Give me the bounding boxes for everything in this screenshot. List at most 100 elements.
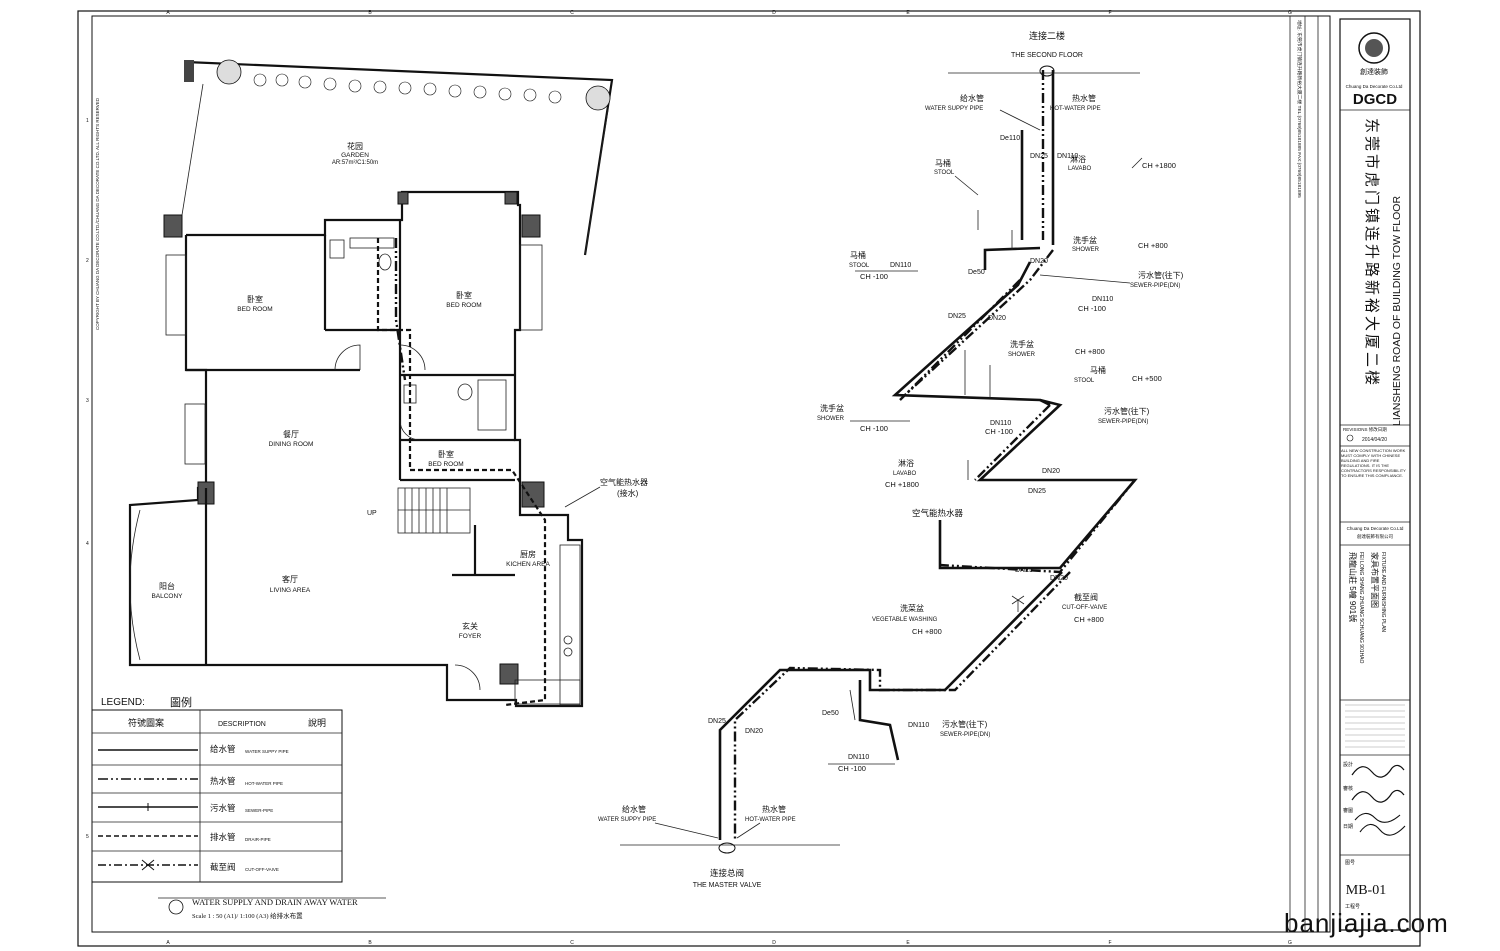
iso-stool3-en: STOOL: [1074, 378, 1095, 384]
iso-veg-en: VEGETABLE WASHING: [872, 617, 938, 623]
sheet-label: 图号: [1345, 860, 1355, 866]
ruler-col-e: E: [906, 10, 910, 16]
ruler-col-e-bottom: E: [906, 940, 910, 946]
ruler-row-1: 1: [86, 118, 89, 124]
company-en-bottom: Chuang Da Decorate Co.Ltd: [1347, 526, 1404, 531]
iso-dn25-5: DN25: [708, 718, 726, 725]
legend-row-hot-zh: 热水管: [210, 776, 236, 786]
dining-zh: 餐厅: [283, 430, 299, 439]
iso-ch100-4: CH -100: [985, 427, 1013, 436]
iso-lavabo1-zh: 淋浴: [1070, 154, 1086, 164]
stair-up-label: UP: [367, 510, 377, 517]
legend-title-zh: 圖例: [170, 695, 192, 709]
company-zh-bottom: 創達裝飾有限公司: [1357, 533, 1393, 540]
balcony-en: BALCONY: [151, 593, 183, 600]
stairs: [397, 487, 471, 534]
drawing-title: WATER SUPPLY AND DRAIN AWAY WATER Scale …: [158, 897, 386, 920]
iso-de110-top: De110: [1000, 135, 1020, 142]
contact-line: 地址: 东莞市虎门镇连升路新裕大厦二楼 TEL:(0769)85181885 F…: [1296, 20, 1303, 198]
ruler-col-b-bottom: B: [368, 940, 372, 946]
legend-row-drain-en: DRAIR-PIPE: [245, 837, 271, 842]
sign-review-label: 審核: [1343, 785, 1353, 792]
ruler-col-b: B: [368, 10, 372, 16]
iso-sewer3-zh: 污水管(往下): [942, 719, 988, 729]
iso-hot2-zh: 热水管: [762, 804, 786, 814]
ruler-col-g: G: [1288, 10, 1292, 16]
legend: LEGEND: 圖例 符號圖案 DESCRIPTION 說明 给水管 WATER…: [91, 695, 343, 883]
notice-text: ALL NEW CONSTRUCTION WORK MUST COMPLY WI…: [1341, 448, 1406, 478]
iso-dn110-2: DN110: [1092, 296, 1113, 303]
iso-stool2-en: STOOL: [849, 263, 870, 269]
iso-veg-zh: 洗菜盆: [900, 603, 924, 613]
iso-stool1-zh: 马桶: [935, 158, 951, 168]
iso-sewer1-en: SEWER-PIPE(DN): [1130, 283, 1180, 289]
balcony-zh: 阳台: [159, 581, 175, 591]
dining-en: DINING ROOM: [269, 441, 314, 448]
project-zh: 飛龍山莊 5幢 901號: [1348, 552, 1358, 622]
iso-ch100-2: CH -100: [1078, 304, 1106, 313]
iso-hot-en: HOT-WATER PIPE: [1050, 106, 1101, 112]
project-en: FEI LONG SHANG ZHUANG 5CHUANG 901HAO: [1358, 552, 1364, 664]
revision-date: 2014/04/20: [1362, 437, 1387, 443]
iso-cutoff-zh: 截至阀: [1074, 592, 1098, 602]
iso-master-en: THE MASTER VALVE: [693, 882, 762, 889]
ruler-col-c: C: [570, 10, 574, 16]
iso-sewer3-en: SEWER-PIPE(DN): [940, 732, 990, 738]
legend-col-desc: DESCRIPTION: [218, 721, 266, 728]
iso-shower1-zh: 洗手盆: [1073, 235, 1097, 245]
iso-supply-en: WATER SUPPY PIPE: [925, 106, 983, 112]
legend-row-sewer-en: SEWER-PIPE: [245, 808, 273, 813]
iso-heater-label: 空气能热水器: [912, 508, 964, 518]
iso-shower1-en: SHOWER: [1072, 247, 1100, 253]
garden-label-en: GARDEN: [341, 152, 369, 159]
legend-col-symbol: 符號圖案: [128, 717, 164, 728]
iso-lavabo2-zh: 淋浴: [898, 458, 914, 468]
legend-row-drain-zh: 排水管: [210, 832, 236, 842]
bedroom-right-en: BED ROOM: [446, 302, 481, 309]
sign-design-label: 設計: [1343, 761, 1353, 768]
iso-top-en: THE SECOND FLOOR: [1011, 52, 1083, 59]
plan-heater-note: (接水): [617, 488, 639, 498]
ruler-rows: 1 2 3 4 5: [86, 118, 89, 840]
legend-col-desc-zh: 說明: [308, 717, 326, 728]
ruler-row-4: 4: [86, 541, 89, 547]
ruler-col-a-bottom: A: [166, 940, 170, 946]
iso-sewer1-zh: 污水管(往下): [1138, 270, 1184, 280]
iso-dn110-5: DN110: [848, 754, 869, 761]
ruler-row-5: 5: [86, 834, 89, 840]
iso-lavabo1-en: LAVABO: [1068, 166, 1091, 172]
garden-label-zh: 花园: [347, 141, 363, 151]
foyer-en: FOYER: [459, 633, 482, 640]
ruler-row-3: 3: [86, 398, 89, 404]
sheet-number: MB-01: [1346, 883, 1386, 898]
iso-lavabo2-en: LAVABO: [893, 471, 916, 477]
iso-ch1800-2: CH +1800: [885, 480, 919, 489]
iso-hot-zh: 热水管: [1072, 93, 1096, 103]
bedroom-small-en: BED ROOM: [428, 461, 463, 468]
iso-shower3-en: SHOWER: [817, 416, 845, 422]
garden-area: AR:57m²/C1:50m: [332, 160, 378, 166]
kitchen-en: KICHEN AREA: [506, 561, 550, 568]
sign-check-label: 審圖: [1343, 807, 1353, 814]
living-zh: 客厅: [282, 574, 298, 584]
iso-ch100-1: CH -100: [860, 272, 888, 281]
iso-supply-zh: 给水管: [960, 93, 984, 103]
iso-supply2-en: WATER SUPPY PIPE: [598, 817, 656, 823]
copyright-text: COPYRIGHT BY CHUANG DA DECORATE CO.LTD./…: [95, 97, 100, 330]
garden-plants: [184, 59, 611, 111]
iso-shower2-en: SHOWER: [1008, 352, 1036, 358]
iso-dn110-stool2: DN110: [890, 262, 911, 269]
company-en-top: Chuang Da Decorate Co.Ltd: [1346, 84, 1403, 89]
legend-row-valve-en: CUT-OFF-VAIVE: [245, 867, 279, 872]
watermark: banjiajia.com: [1284, 908, 1449, 938]
ruler-col-c-bottom: C: [570, 940, 574, 946]
iso-ch800-4: CH +800: [1074, 615, 1104, 624]
ruler-row-2: 2: [86, 258, 89, 264]
plan-heater-label: 空气能热水器: [600, 477, 648, 487]
iso-de50-1: De50: [968, 269, 985, 276]
foyer-zh: 玄关: [462, 621, 478, 631]
iso-cutoff-en: CUT-OFF-VAIVE: [1062, 605, 1107, 611]
iso-stool1-en: STOOL: [934, 170, 955, 176]
fine-print: [1345, 704, 1405, 748]
